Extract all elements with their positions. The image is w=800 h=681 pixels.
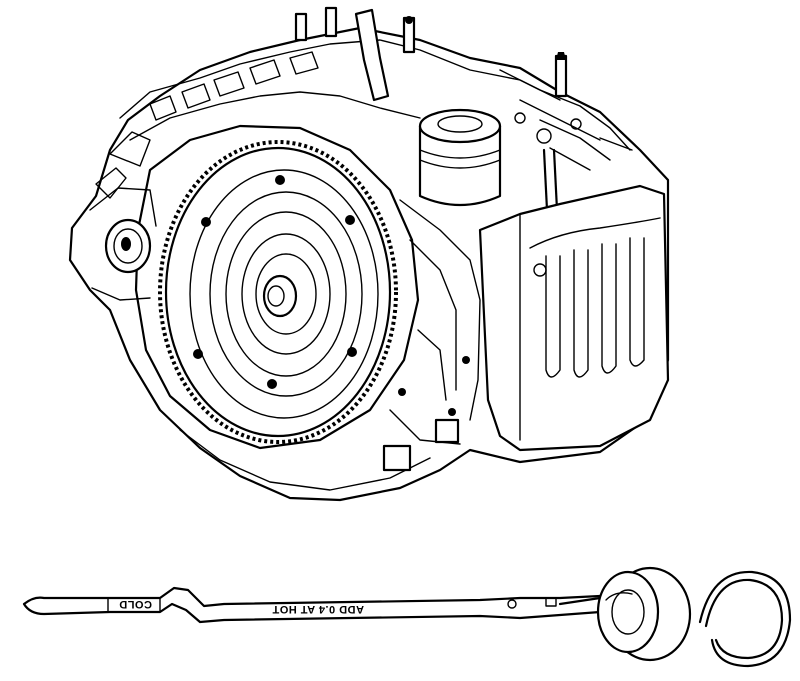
dipstick-handle <box>596 566 692 662</box>
axle-seal <box>89 187 157 301</box>
valve-body-top <box>119 39 561 119</box>
torque-converter <box>189 169 379 419</box>
linkage-cluster <box>499 69 631 161</box>
dipstick-marking-hot: ADD 0.4 AT HOT <box>272 603 364 615</box>
dipstick-pull-ring <box>698 570 792 668</box>
lower-flange <box>179 429 431 491</box>
dipstick-marking-cold: COLD <box>119 598 152 610</box>
case-ribs <box>389 199 481 445</box>
dipstick: COLD ADD 0.4 AT HOT <box>22 566 792 668</box>
fluid-reservoir <box>478 184 670 452</box>
top-studs <box>294 6 568 98</box>
oil-filter <box>418 108 502 207</box>
shift-lever <box>354 8 390 102</box>
transmission-assembly <box>68 6 670 502</box>
mount-tab <box>434 418 460 444</box>
flex-ring-gear <box>158 140 398 444</box>
